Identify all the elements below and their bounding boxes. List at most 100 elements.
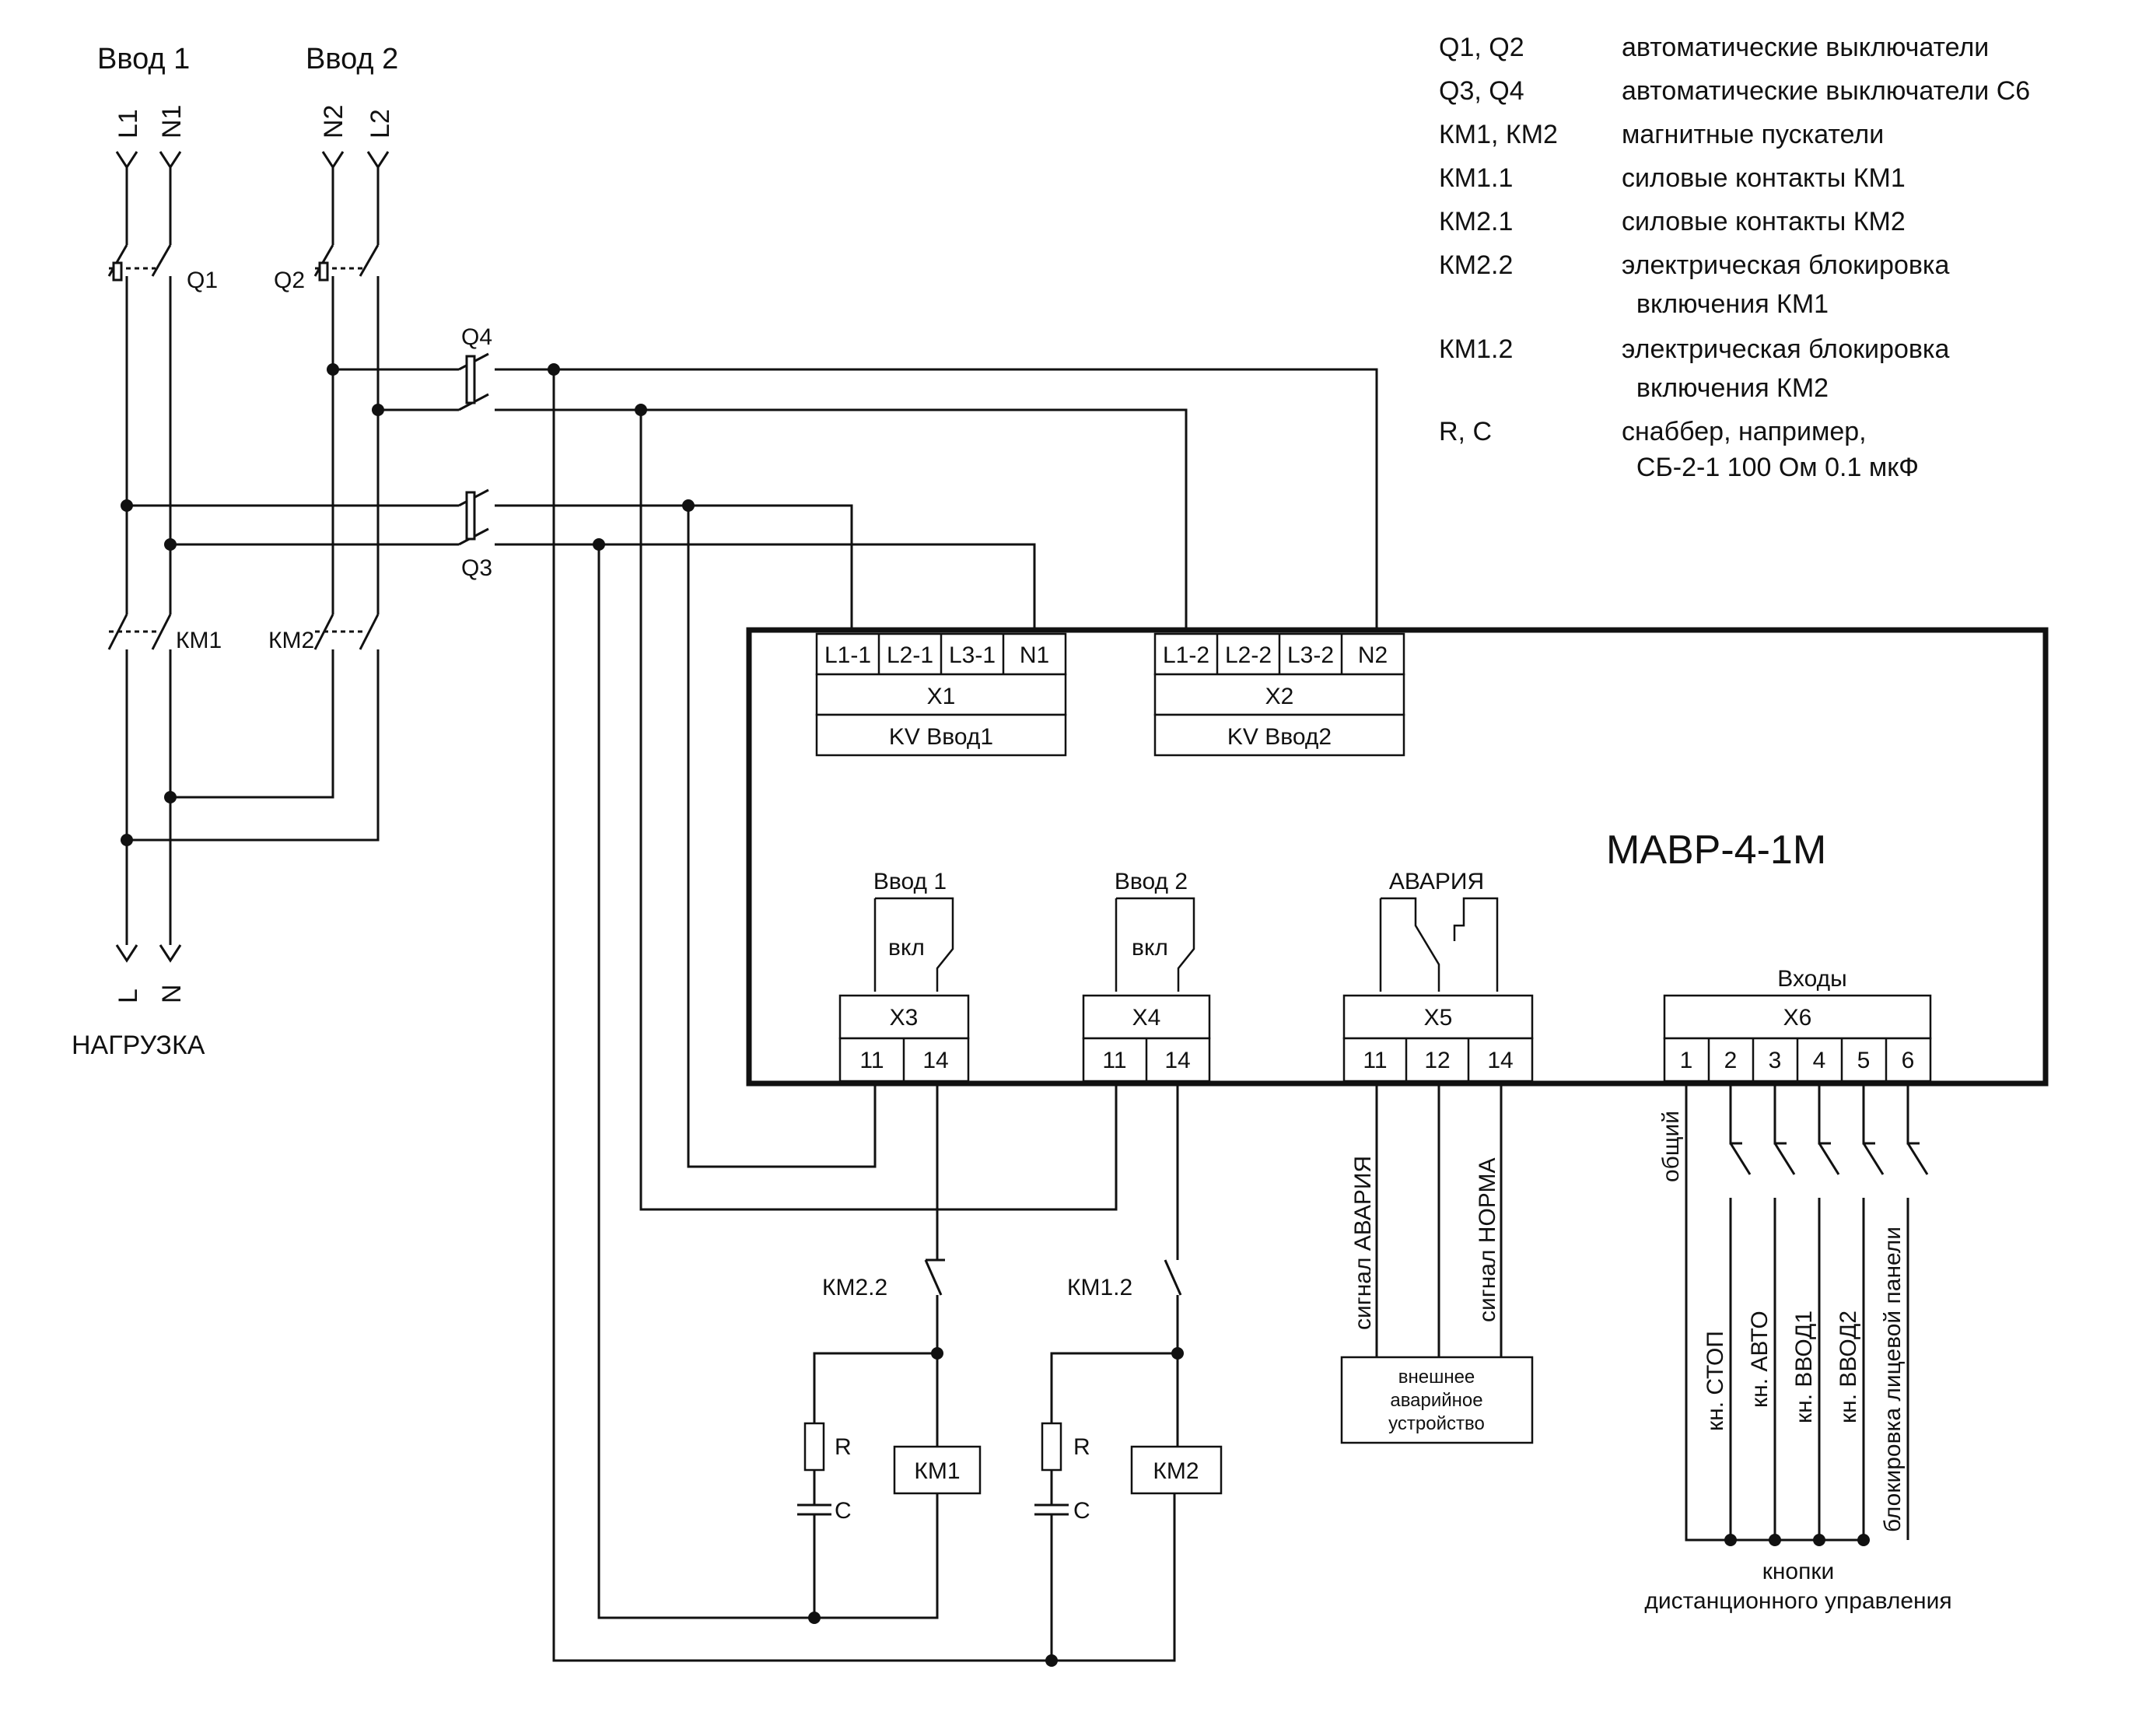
input-common-label: общий — [1658, 1111, 1684, 1182]
output-arrows — [115, 944, 182, 963]
km2-coil-label: КМ2 — [1153, 1458, 1199, 1484]
q4-label: Q4 — [461, 324, 492, 350]
x5-terminal-block: АВАРИЯ X5 11 12 14 — [1342, 869, 1534, 1083]
external-device-line-1: внешнее — [1398, 1367, 1475, 1388]
x5-relay-label: АВАРИЯ — [1389, 869, 1484, 894]
x4-pin-11: 11 — [1102, 1048, 1126, 1073]
legend-desc-2: автоматические выключатели С6 — [1622, 76, 2030, 106]
signal-norm-label: сигнал НОРМА — [1475, 1158, 1500, 1322]
x2-pin-1: L1-2 — [1163, 642, 1209, 668]
legend-code-1: Q1, Q2 — [1439, 33, 1524, 62]
x4-terminal-block: Ввод 2 вкл X4 11 14 — [1082, 869, 1211, 1083]
output-l-label: L — [114, 989, 143, 1003]
x5-pin-12: 12 — [1424, 1048, 1450, 1073]
input-auto-label: кн. АВТО — [1747, 1311, 1773, 1408]
x2-name: X2 — [1265, 684, 1294, 709]
q4-breaker — [333, 352, 1378, 630]
legend-code-4: КМ1.1 — [1439, 163, 1513, 193]
x6-pin-1: 1 — [1680, 1048, 1693, 1073]
q2-breaker-symbol — [313, 244, 380, 282]
km1-coil-label: КМ1 — [914, 1458, 960, 1484]
legend-desc-8b: СБ-2-1 100 Ом 0.1 мкФ — [1622, 453, 1919, 482]
external-device-line-3: устройство — [1388, 1413, 1485, 1434]
x6-name: X6 — [1783, 1005, 1812, 1031]
km2-power-contacts — [313, 614, 380, 650]
phase-n2-label: N2 — [319, 105, 348, 138]
x2-pin-4: N2 — [1358, 642, 1388, 668]
km1-branch-junctions — [808, 1347, 943, 1624]
legend-code-8: R, C — [1439, 417, 1492, 446]
x3-terminal-block: Ввод 1 вкл X3 11 14 — [838, 869, 970, 1083]
x2-terminal-block: L1-2 L2-2 L3-2 N2 X2 KV Ввод2 — [1153, 632, 1405, 757]
legend-desc-8a: снаббер, например, — [1622, 417, 1867, 446]
device-title: МАВР-4-1М — [1606, 828, 1826, 873]
c1-label: C — [835, 1498, 852, 1524]
x5-pin-14: 14 — [1487, 1048, 1513, 1073]
x1-pin-1: L1-1 — [824, 642, 871, 668]
legend: Q1, Q2 автоматические выключатели Q3, Q4… — [1439, 33, 2030, 482]
legend-desc-6b: включения КМ1 — [1622, 289, 1829, 319]
c2-label: C — [1073, 1498, 1090, 1524]
legend-desc-7b: включения КМ2 — [1622, 373, 1829, 403]
legend-code-7: КМ1.2 — [1439, 334, 1513, 364]
legend-code-3: КМ1, КМ2 — [1439, 120, 1558, 149]
km2-coil-branch — [1034, 1085, 1182, 1661]
legend-desc-5: силовые контакты КМ2 — [1622, 207, 1906, 236]
x3-relay-label: Ввод 1 — [873, 869, 947, 894]
q1-breaker-symbol — [107, 244, 172, 282]
buttons-caption-line-2: дистанционного управления — [1644, 1588, 1951, 1614]
external-device-line-2: аварийное — [1390, 1390, 1482, 1411]
km2-contact-label: КМ2 — [268, 628, 314, 653]
x3-pin-14: 14 — [922, 1048, 948, 1073]
km2-snubber-resistor — [1041, 1422, 1062, 1472]
x3-contact-label: вкл — [888, 935, 925, 961]
x6-group-label: Входы — [1777, 966, 1846, 992]
control-junctions — [548, 363, 695, 551]
legend-code-5: КМ2.1 — [1439, 207, 1513, 236]
km2-coil — [1130, 1445, 1223, 1495]
km2-branch-junctions — [1045, 1347, 1184, 1667]
output-n-label: N — [157, 984, 187, 1003]
legend-code-2: Q3, Q4 — [1439, 76, 1524, 106]
x1-name: X1 — [927, 684, 956, 709]
signal-alarm-label: сигнал АВАРИЯ — [1350, 1156, 1376, 1330]
km1-contact-label: КМ1 — [176, 628, 222, 653]
km1-coil — [893, 1445, 982, 1495]
km22-label: КМ2.2 — [822, 1275, 887, 1300]
input-in2-label: кн. ВВОД2 — [1836, 1311, 1861, 1423]
external-device-box — [1340, 1356, 1534, 1444]
x5-pin-11: 11 — [1363, 1048, 1387, 1073]
legend-desc-1: автоматические выключатели — [1622, 33, 1989, 62]
input-2-label: Ввод 2 — [306, 43, 398, 75]
q1-label: Q1 — [187, 268, 218, 293]
power-lines — [125, 167, 380, 945]
legend-desc-4: силовые контакты КМ1 — [1622, 163, 1906, 193]
x6-button-junctions — [1724, 1534, 1870, 1546]
x2-kv-label: KV Ввод2 — [1227, 724, 1332, 750]
phase-n1-label: N1 — [157, 105, 187, 138]
km1-snubber-resistor — [803, 1422, 825, 1472]
r1-label: R — [835, 1434, 852, 1460]
x1-pin-2: L2-1 — [887, 642, 933, 668]
x4-contact-label: вкл — [1132, 935, 1168, 961]
x6-terminal-block: Входы X6 1 2 3 4 5 6 — [1663, 966, 1932, 1083]
x2-pin-3: L3-2 — [1287, 642, 1334, 668]
x1-pin-4: N1 — [1020, 642, 1049, 668]
x5-signal-wires — [1375, 1085, 1503, 1357]
q2-label: Q2 — [274, 268, 305, 293]
x1-kv-label: KV Ввод1 — [889, 724, 993, 750]
x4-name: X4 — [1132, 1005, 1161, 1031]
x4-pin-14: 14 — [1164, 1048, 1190, 1073]
input-1-label: Ввод 1 — [97, 43, 190, 75]
legend-desc-7a: электрическая блокировка — [1622, 334, 1950, 364]
x6-pin-5: 5 — [1857, 1048, 1871, 1073]
km1-power-contacts — [107, 614, 172, 650]
power-junctions — [121, 363, 384, 846]
x3-pin-11: 11 — [859, 1048, 884, 1073]
x6-button-wires — [1685, 1085, 1929, 1542]
load-label: НАГРУЗКА — [72, 1031, 205, 1060]
x1-terminal-block: L1-1 L2-1 L3-1 N1 X1 KV Ввод1 — [815, 632, 1067, 757]
mavr-device-box — [746, 627, 2049, 1087]
x6-pin-2: 2 — [1724, 1048, 1738, 1073]
